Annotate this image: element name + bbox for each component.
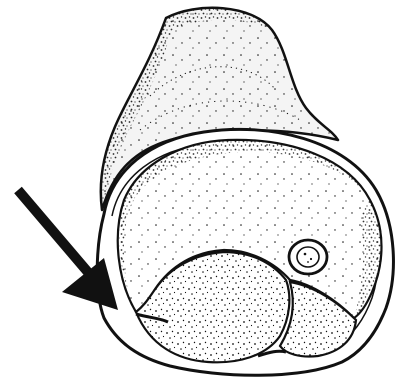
- bone-ring: [289, 240, 327, 274]
